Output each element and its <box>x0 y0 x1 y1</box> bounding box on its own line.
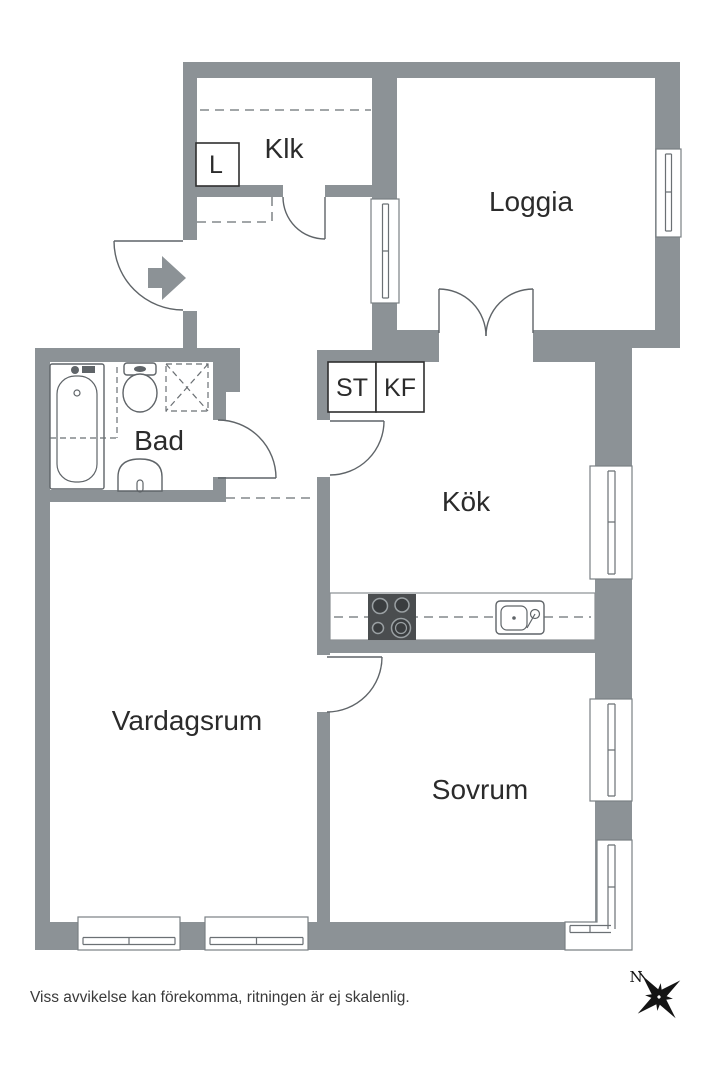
room-label-bad: Bad <box>134 425 184 456</box>
window-vardagsrum-south-2 <box>204 916 309 951</box>
label-l-closet: L <box>209 151 223 179</box>
walls <box>35 62 680 950</box>
bad-door <box>217 419 277 479</box>
window-hall-loggia <box>370 198 400 304</box>
klk-door <box>282 196 326 240</box>
entrance-arrow-icon <box>148 256 186 300</box>
sovrum-door <box>326 656 383 713</box>
kitchen-door <box>329 420 385 476</box>
compass-north-label: N <box>629 968 642 986</box>
label-kf-cabinet: KF <box>384 374 416 402</box>
stove-icon <box>368 594 416 640</box>
window-sovrum-corner <box>564 839 633 951</box>
bathroom-sink <box>117 458 163 493</box>
compass-icon: N <box>629 968 681 1019</box>
room-label-kok: Kök <box>442 486 491 517</box>
window-loggia-east <box>655 148 682 238</box>
cabinet-l <box>195 142 240 187</box>
entrance-door <box>113 240 184 311</box>
room-label-sovrum: Sovrum <box>432 774 528 805</box>
cabinet-kf <box>375 361 425 413</box>
bathroom-dashed-zone <box>50 367 118 439</box>
label-st-cabinet: ST <box>336 374 368 402</box>
window-kitchen-east <box>589 465 633 580</box>
cabinet-st <box>327 361 377 413</box>
loggia-french-doors <box>438 288 534 337</box>
disclaimer-text: Viss avvikelse kan förekomma, ritningen … <box>30 989 410 1006</box>
room-label-vardagsrum: Vardagsrum <box>112 705 262 736</box>
dashed-guides <box>197 109 371 499</box>
window-vardagsrum-south-1 <box>77 916 181 951</box>
shower-icon <box>165 363 209 412</box>
bathtub <box>49 363 105 490</box>
room-label-loggia: Loggia <box>489 186 574 217</box>
room-label-klk: Klk <box>265 133 305 164</box>
toilet <box>122 362 158 413</box>
kitchen-sink <box>495 600 545 635</box>
window-sovrum-east <box>589 698 633 802</box>
